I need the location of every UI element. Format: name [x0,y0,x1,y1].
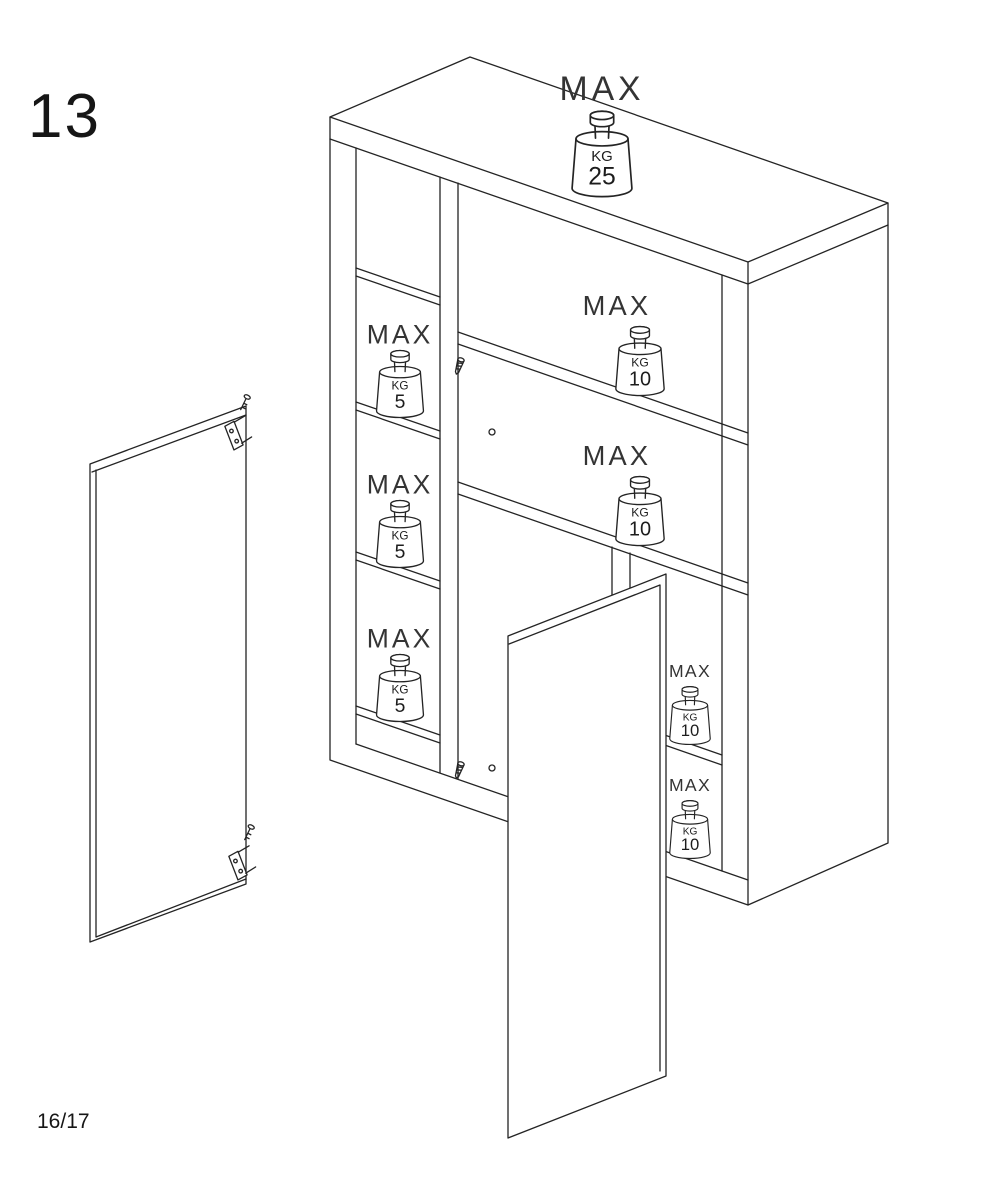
kg-value: 5 [395,695,406,717]
step-number: 13 [28,82,101,151]
kg-value: 10 [629,519,651,541]
weight-marker-right-shelf-upper: MAX KG 10 [669,661,711,746]
max-label: MAX [367,470,434,500]
max-label: MAX [560,70,645,108]
max-label: MAX [367,320,434,350]
kg-value: 10 [629,369,651,391]
shelf-pin-hole-lower [488,764,496,772]
max-label: MAX [367,624,434,654]
kg-unit-label: KG [631,506,648,520]
left-door-outline [89,405,247,943]
screw-icon [452,760,466,780]
max-label: MAX [583,290,652,321]
divider-left [439,176,459,780]
middle-top-shelf [457,331,749,446]
kg-unit-label: KG [392,379,409,392]
kg-unit-label: KG [392,683,409,696]
page-indicator: 16/17 [37,1110,90,1133]
weight-marker-top-panel: MAX KG 25 [560,70,645,198]
max-label: MAX [669,661,711,681]
kg-unit-label: KG [631,356,648,370]
screw-icon [452,356,466,376]
middle-door-panel [507,573,667,1139]
kg-value: 10 [681,835,700,854]
kg-value: 25 [588,163,615,190]
weight-marker-left-shelf-1: MAX KG 5 [367,320,434,419]
kg-value: 10 [681,721,700,740]
kg-value: 5 [395,541,406,563]
kg-unit-label: KG [591,148,613,165]
weight-marker-middle-shelf: MAX KG 10 [583,440,665,547]
left-door-panel [89,392,266,943]
weight-marker-middle-top-shelf: MAX KG 10 [583,290,665,397]
weight-marker-right-shelf-lower: MAX KG 10 [669,775,711,860]
middle-door-thickness-edge [508,584,661,1072]
cabinet-top-band [329,138,889,285]
kg-unit-label: KG [392,529,409,542]
kg-unit-label: KG [683,712,698,723]
max-label: MAX [583,440,652,471]
middle-shelf [457,481,749,596]
left-door-thickness-edge [91,414,247,938]
divider-screws [452,356,466,780]
middle-door-outline [507,573,667,1139]
weight-marker-left-shelf-2: MAX KG 5 [367,470,434,569]
kg-value: 5 [395,391,406,413]
kg-unit-label: KG [683,826,698,837]
max-label: MAX [669,775,711,795]
weight-marker-left-shelf-3: MAX KG 5 [367,624,434,723]
shelf-pin-hole-upper [488,428,496,436]
